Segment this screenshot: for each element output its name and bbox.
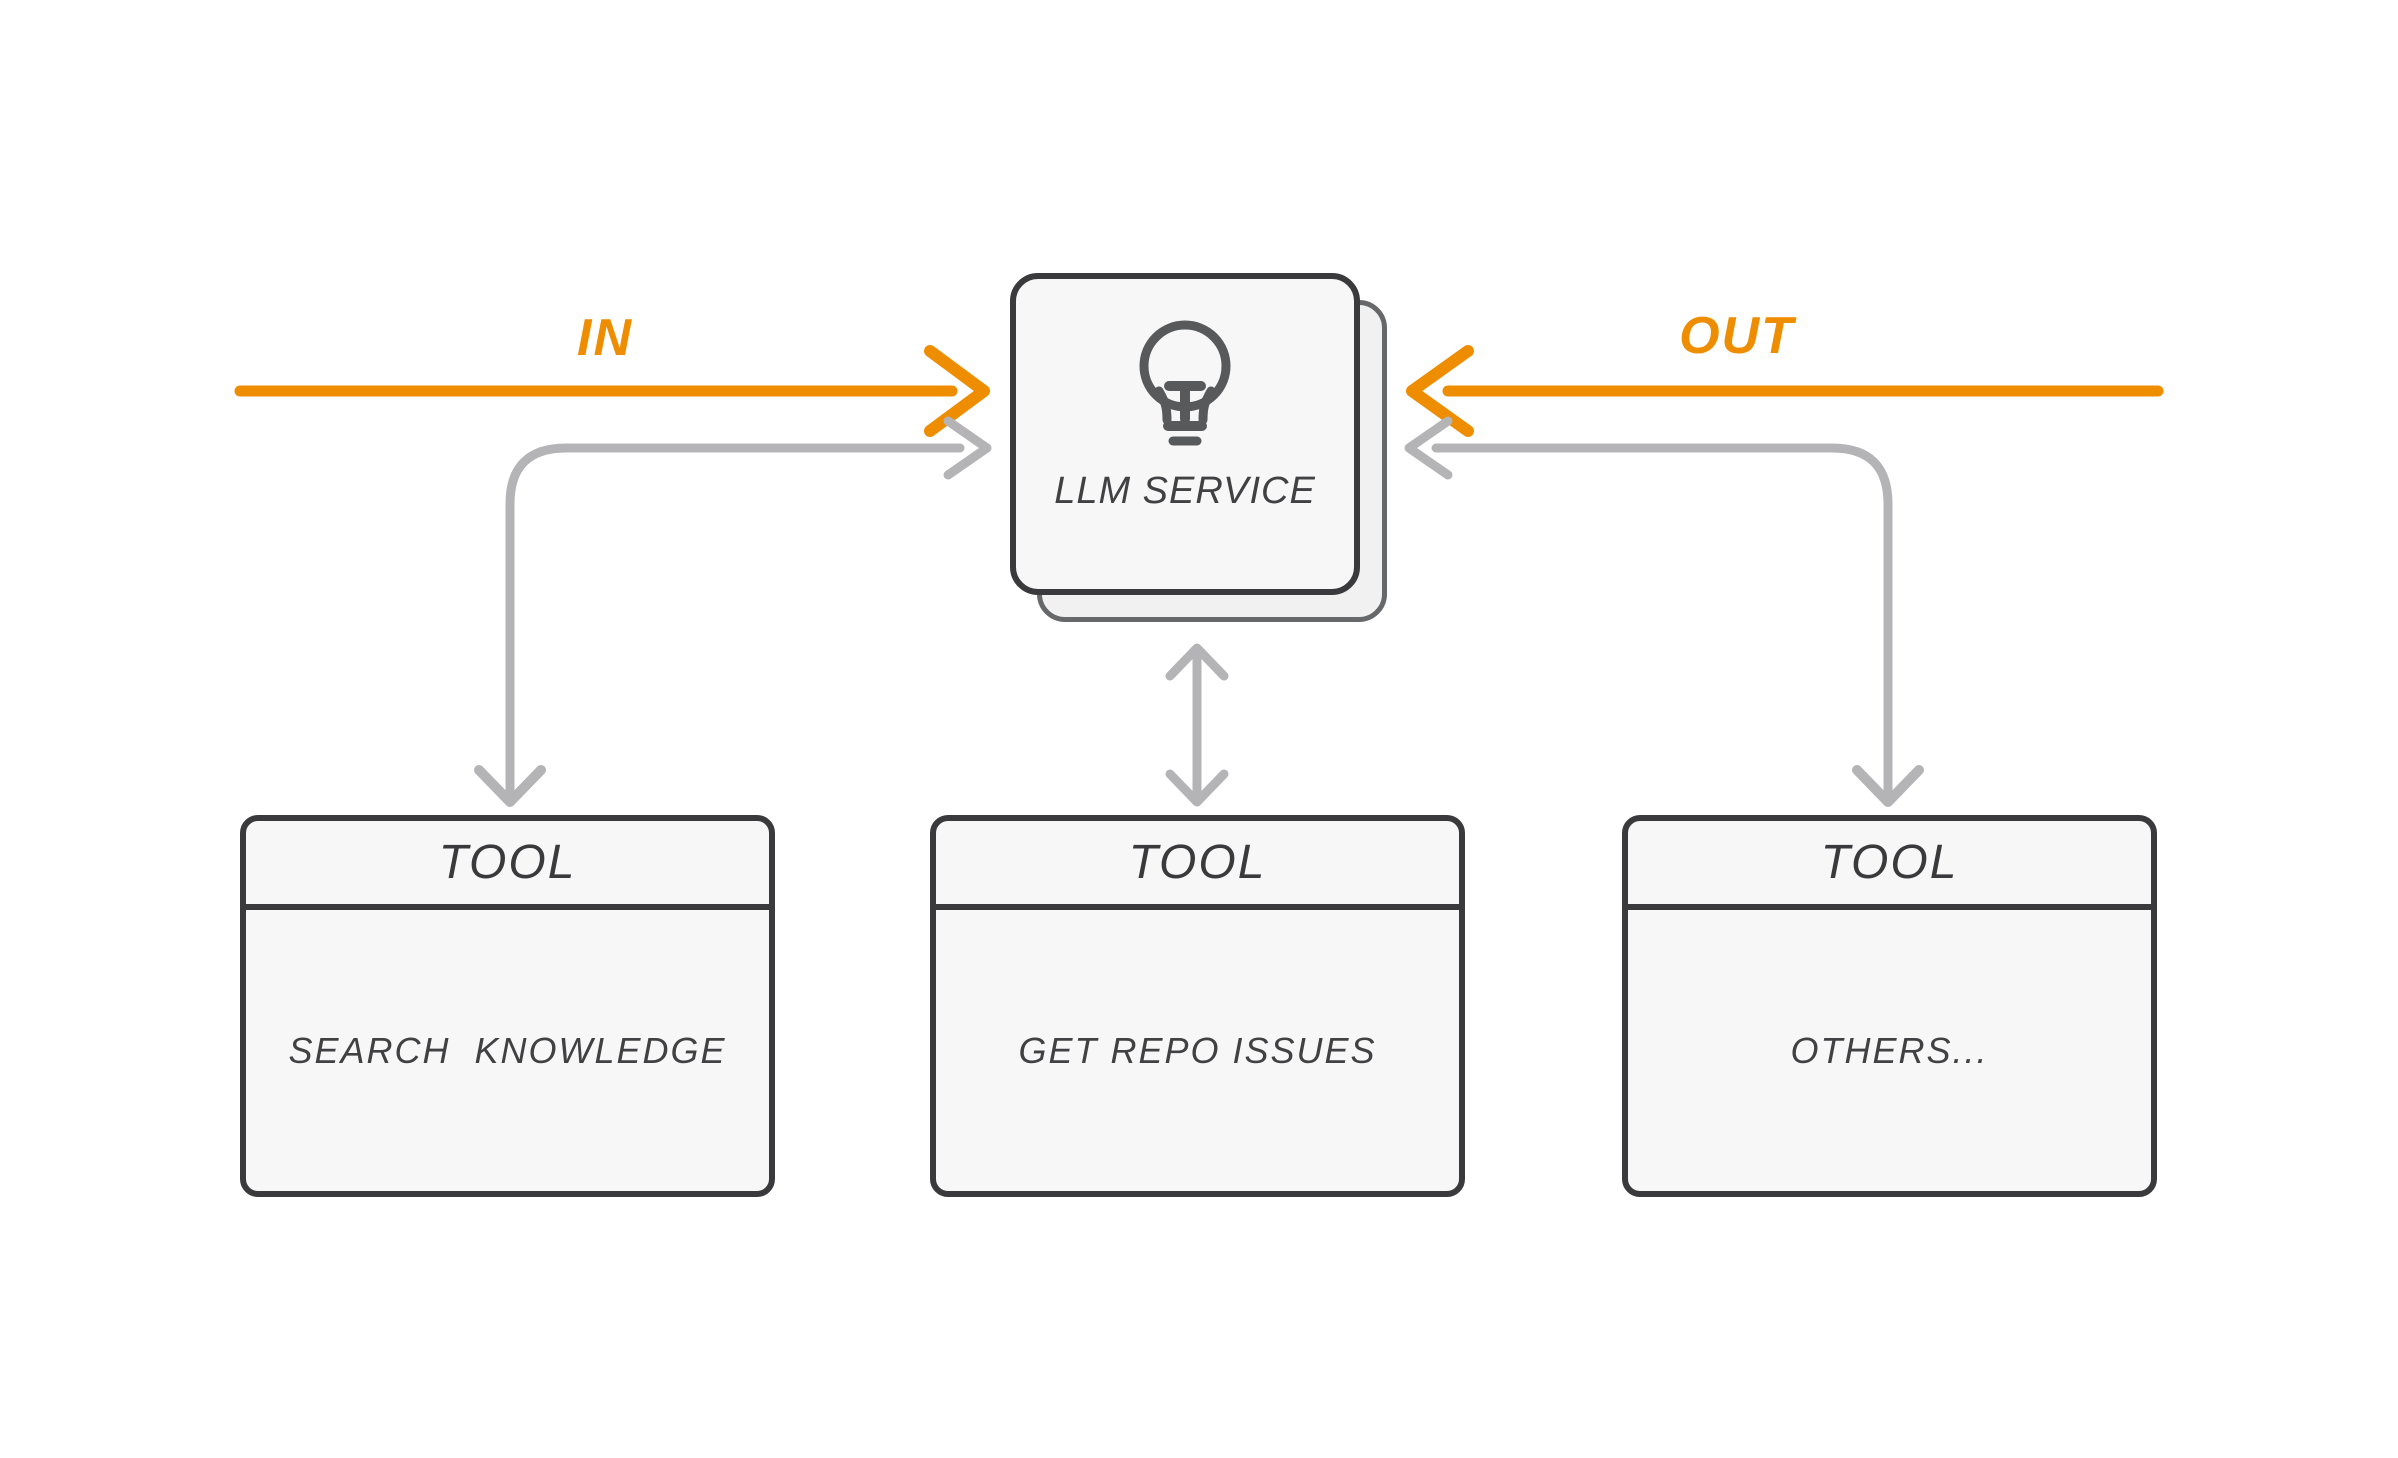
out-flow-label: OUT [1679, 307, 1795, 365]
connector-llm-tool3 [1404, 416, 1924, 807]
tool-header: TOOL [246, 821, 769, 910]
connector-llm-tool3-head-left [1404, 416, 1453, 480]
tool-name-get-repo-issues: GET REPO ISSUES [1018, 1029, 1377, 1071]
connector-llm-tool1-head-down [474, 765, 546, 807]
connector-llm-tool1-head-right [943, 416, 992, 480]
connector-llm-tool2-head-up [1165, 643, 1229, 681]
tool-name-others: OTHERS... [1790, 1029, 1989, 1071]
tool-body: SEARCH KNOWLEDGE [246, 910, 769, 1191]
connector-llm-tool2 [1165, 643, 1229, 807]
connector-llm-tool1 [474, 416, 992, 807]
llm-service-card: LLM SERVICE [1010, 273, 1360, 595]
connector-llm-tool3-head-down [1852, 765, 1924, 807]
tool-header: TOOL [936, 821, 1459, 910]
llm-service-label: LLM SERVICE [1054, 470, 1316, 512]
tool-name-search-knowledge: SEARCH KNOWLEDGE [288, 1029, 727, 1071]
tool-body: OTHERS... [1628, 910, 2151, 1191]
tool-card-search-knowledge: TOOL SEARCH KNOWLEDGE [240, 815, 775, 1197]
tool-header: TOOL [1628, 821, 2151, 910]
connector-llm-tool1-path [505, 443, 965, 797]
lightbulb-icon [1139, 320, 1231, 446]
in-flow-label: IN [577, 309, 633, 367]
tool-card-others: TOOL OTHERS... [1622, 815, 2157, 1197]
connector-llm-tool2-head-down [1165, 769, 1229, 807]
tool-body: GET REPO ISSUES [936, 910, 1459, 1191]
tool-card-get-repo-issues: TOOL GET REPO ISSUES [930, 815, 1465, 1197]
connector-llm-tool3-path [1431, 443, 1893, 797]
